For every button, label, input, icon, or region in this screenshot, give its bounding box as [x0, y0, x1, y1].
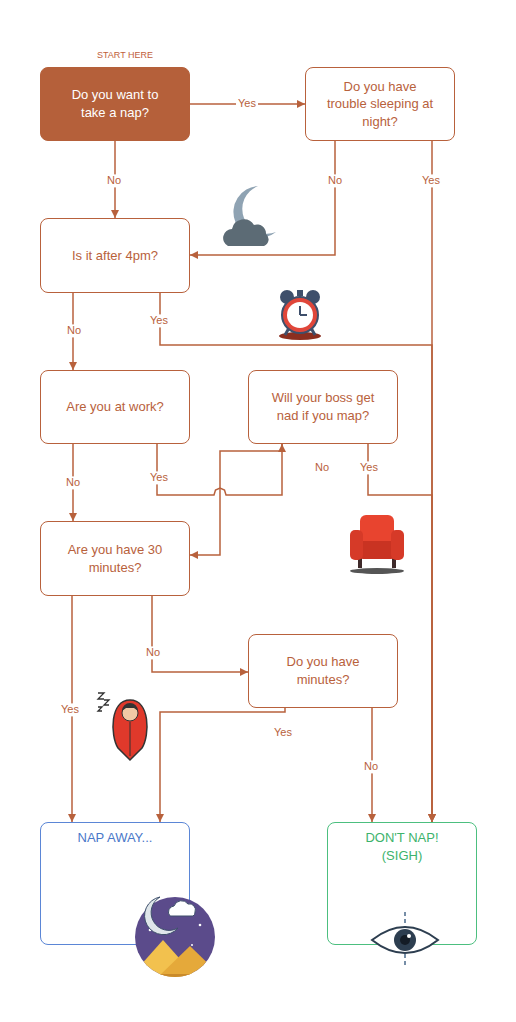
star-dot	[191, 944, 193, 946]
question-box: Do you have minutes?	[248, 634, 398, 708]
clock-face	[287, 302, 313, 328]
edge-label: Yes	[236, 97, 258, 110]
pyramid-shape	[130, 940, 196, 977]
cloud-shape	[223, 219, 268, 246]
edge-label: No	[326, 174, 344, 187]
question-box: Are you have 30 minutes?	[40, 521, 190, 596]
pyramid-shape	[158, 946, 222, 977]
sleep-z	[98, 707, 102, 711]
flow-connector	[190, 444, 282, 555]
edge-label: Yes	[420, 174, 442, 187]
node-text: DON'T NAP! (SIGH)	[358, 829, 446, 864]
star-dot	[199, 924, 202, 927]
flow-connector	[152, 596, 248, 672]
clock-hand	[300, 314, 307, 316]
clock-knob	[297, 290, 303, 296]
flow-connector	[160, 293, 432, 822]
question-box: Do you have trouble sleeping at night?	[305, 67, 455, 141]
bag-zip	[130, 722, 131, 756]
outcome-box: DON'T NAP! (SIGH)	[327, 822, 477, 945]
start-box: Do you want to take a nap?	[40, 67, 190, 141]
node-text: Do you want to take a nap?	[59, 86, 171, 121]
clock-body	[282, 297, 318, 333]
node-text: Is it after 4pm?	[72, 247, 158, 265]
edge-label: No	[144, 646, 162, 659]
sleep-z	[98, 693, 104, 699]
edge-label: Yes	[59, 703, 81, 716]
chair-arm	[350, 530, 363, 560]
alarm-clock-icon	[279, 290, 321, 340]
sleeping-bag	[113, 700, 147, 760]
icon-shadow	[350, 568, 404, 574]
edge-label: Yes	[148, 314, 170, 327]
chair-back	[360, 515, 394, 547]
edge-label: Yes	[272, 726, 294, 739]
node-text: Are you at work?	[66, 398, 164, 416]
outcome-box: NAP AWAY...	[40, 822, 190, 945]
sleep-z	[104, 700, 109, 705]
moon-cloud-icon	[223, 186, 276, 246]
edge-label: No	[64, 476, 82, 489]
sleeper-face	[122, 705, 138, 721]
question-box: Are you at work?	[40, 370, 190, 444]
node-text: Do you have minutes?	[267, 653, 379, 688]
edge-label: No	[65, 324, 83, 337]
armchair-icon	[350, 515, 404, 574]
edge-label: No	[313, 461, 331, 474]
node-text: Will your boss get nad if you map?	[267, 389, 379, 424]
clock-bell	[280, 290, 294, 304]
moon-crescent	[233, 186, 276, 238]
node-text: NAP AWAY...	[78, 829, 153, 847]
start-label: START HERE	[97, 50, 153, 60]
clock-hand	[299, 306, 301, 315]
question-box: Is it after 4pm?	[40, 218, 190, 293]
chair-arm	[391, 530, 404, 560]
question-box: Will your boss get nad if you map?	[248, 370, 398, 444]
edge-label: No	[105, 174, 123, 187]
node-text: Are you have 30 minutes?	[59, 541, 171, 576]
flow-connector	[190, 141, 335, 255]
chair-seat	[360, 541, 394, 559]
chair-leg	[358, 558, 362, 568]
clock-leg	[285, 328, 289, 335]
sand-strip	[130, 974, 225, 980]
edge-label: Yes	[148, 471, 170, 484]
edge-label: No	[362, 760, 380, 773]
sleeper-hair	[122, 703, 138, 711]
chair-leg	[392, 558, 396, 568]
flow-connector	[160, 708, 285, 822]
sleeping-bag-icon	[98, 693, 147, 760]
edge-label: Yes	[358, 461, 380, 474]
clock-leg	[311, 328, 315, 335]
node-text: Do you have trouble sleeping at night?	[324, 78, 436, 131]
clock-bell	[306, 290, 320, 304]
icon-shadow	[279, 332, 321, 340]
